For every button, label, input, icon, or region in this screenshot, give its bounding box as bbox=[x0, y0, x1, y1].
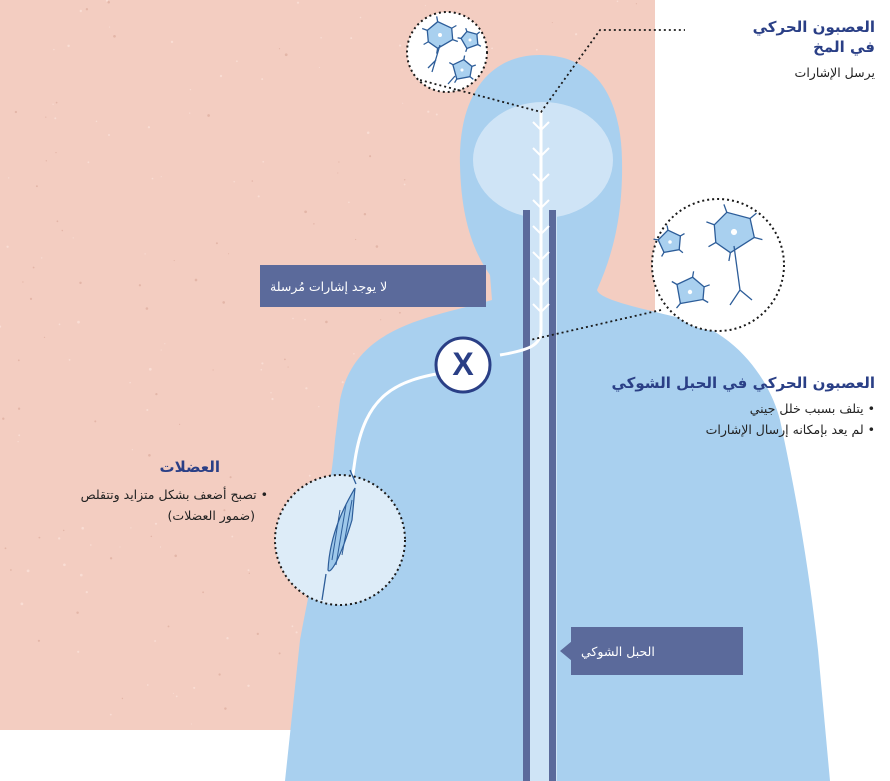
spinal-neuron-bullet-2: • لم يعد بإمكانه إرسال الإشارات bbox=[575, 419, 875, 440]
brain-area bbox=[473, 102, 613, 218]
muscles-title: العضلات bbox=[80, 457, 220, 477]
spinal-cord-tag: الحبل الشوكي bbox=[571, 627, 743, 675]
muscles-line-1: • تصبح أضعف بشكل متزايد وتتقلص bbox=[0, 484, 268, 505]
spinal-neuron-title: العصبون الحركي في الحبل الشوكي bbox=[555, 373, 875, 393]
spinal-neuron-zoom-circle bbox=[652, 199, 784, 331]
brain-neuron-text: يرسل الإشارات bbox=[675, 62, 875, 83]
brain-neuron-title-line2: في المخ bbox=[675, 37, 875, 57]
spinal-cord-right-line bbox=[549, 210, 556, 781]
spinal-cord-left-line bbox=[523, 210, 530, 781]
no-signals-tag: لا يوجد إشارات مُرسلة bbox=[260, 265, 486, 307]
brain-neuron-zoom-circle bbox=[407, 12, 487, 92]
muscles-line-2: (ضمور العضلات) bbox=[0, 505, 255, 526]
blocked-x-symbol: X bbox=[446, 344, 480, 384]
spinal-neuron-bullet-1: • يتلف بسبب خلل جيني bbox=[575, 398, 875, 419]
brain-neuron-title-line1: العصبون الحركي bbox=[675, 17, 875, 37]
